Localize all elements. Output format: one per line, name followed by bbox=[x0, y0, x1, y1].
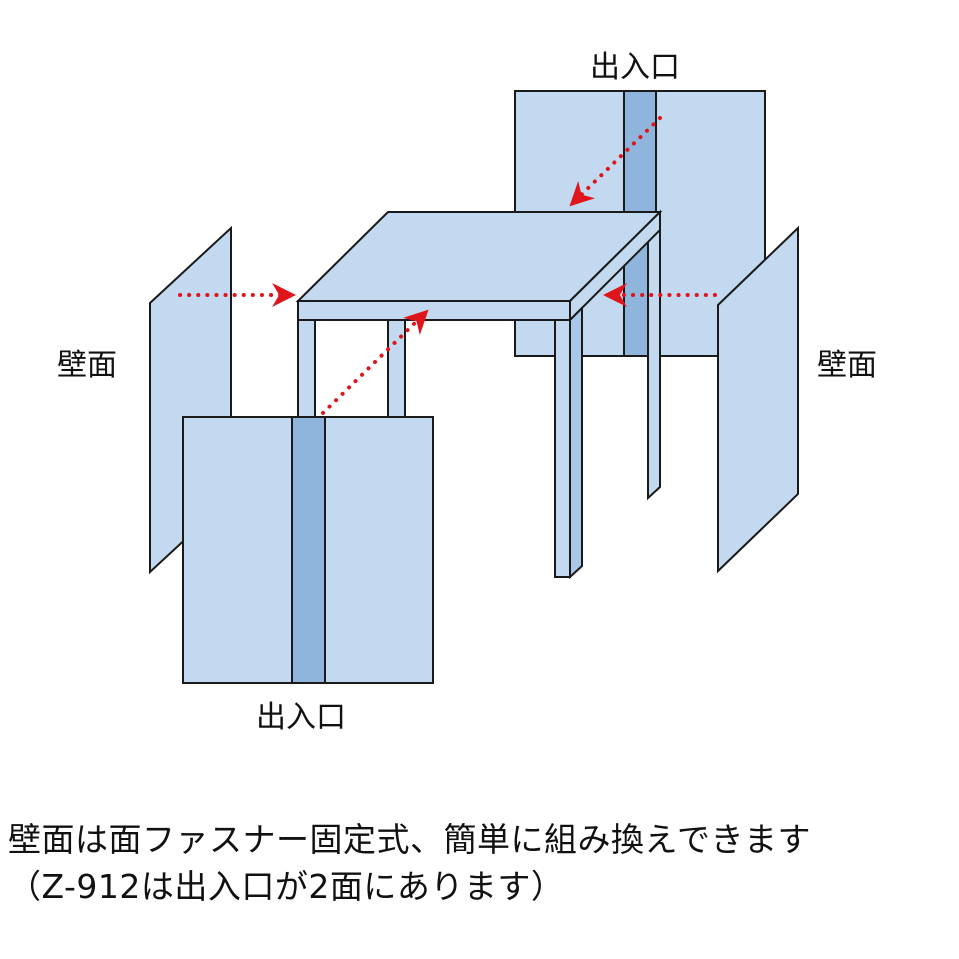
label-wall-left: 壁面 bbox=[57, 348, 117, 383]
label-wall-right: 壁面 bbox=[817, 348, 877, 383]
arrow-back-entrance bbox=[569, 116, 662, 207]
label-entrance-top: 出入口 bbox=[590, 50, 680, 85]
label-entrance-bottom: 出入口 bbox=[256, 700, 346, 735]
caption-line-2: （Z-912は出入口が2面にあります） bbox=[8, 867, 565, 906]
front-entrance-panel bbox=[182, 416, 434, 684]
right-wall-panel bbox=[717, 225, 799, 574]
caption-line-1: 壁面は面ファスナー固定式、簡単に組み換えできます bbox=[8, 820, 812, 859]
front-entrance-seam bbox=[291, 416, 326, 684]
frame-table bbox=[295, 209, 663, 580]
